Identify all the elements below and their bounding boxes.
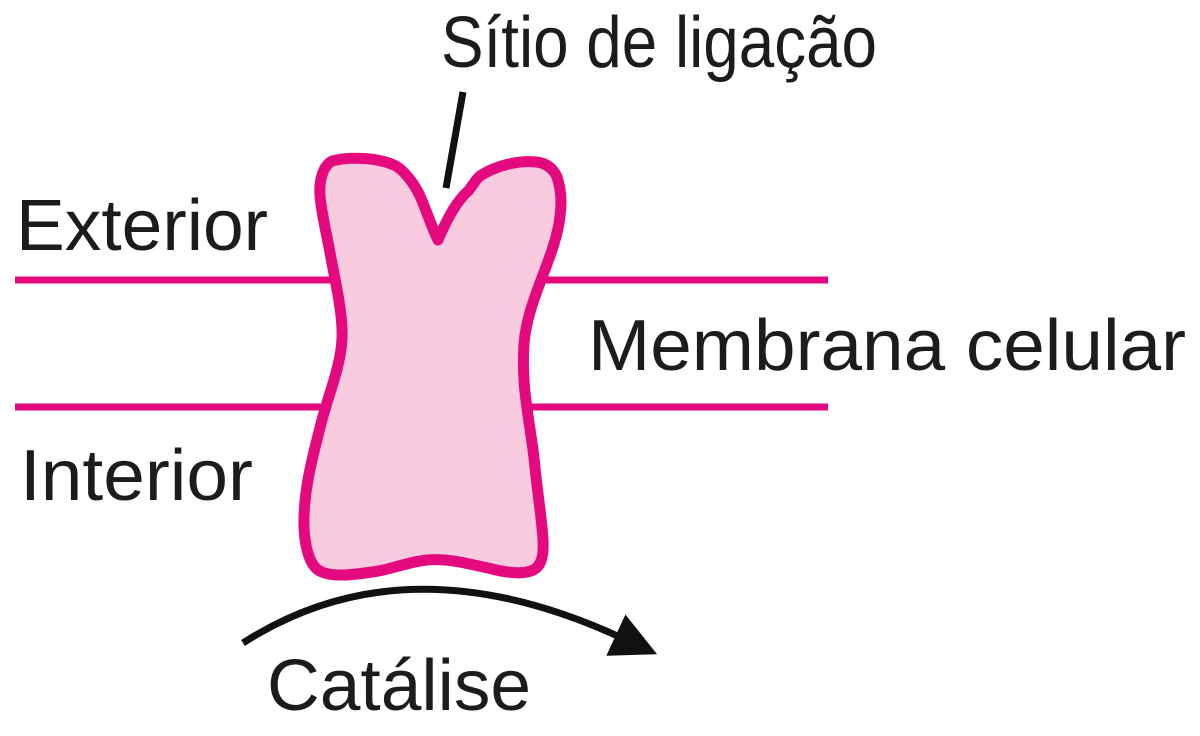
binding-site-pointer-line bbox=[442, 91, 467, 189]
protein-shape bbox=[298, 152, 567, 581]
exterior-label: Exterior bbox=[16, 186, 268, 266]
catalysis-arrow bbox=[241, 585, 658, 656]
interior-label: Interior bbox=[20, 436, 253, 516]
catalysis-label: Catálise bbox=[267, 646, 531, 726]
binding-site-label: Sítio de ligação bbox=[441, 3, 877, 83]
membrane-label: Membrana celular bbox=[588, 306, 1186, 386]
